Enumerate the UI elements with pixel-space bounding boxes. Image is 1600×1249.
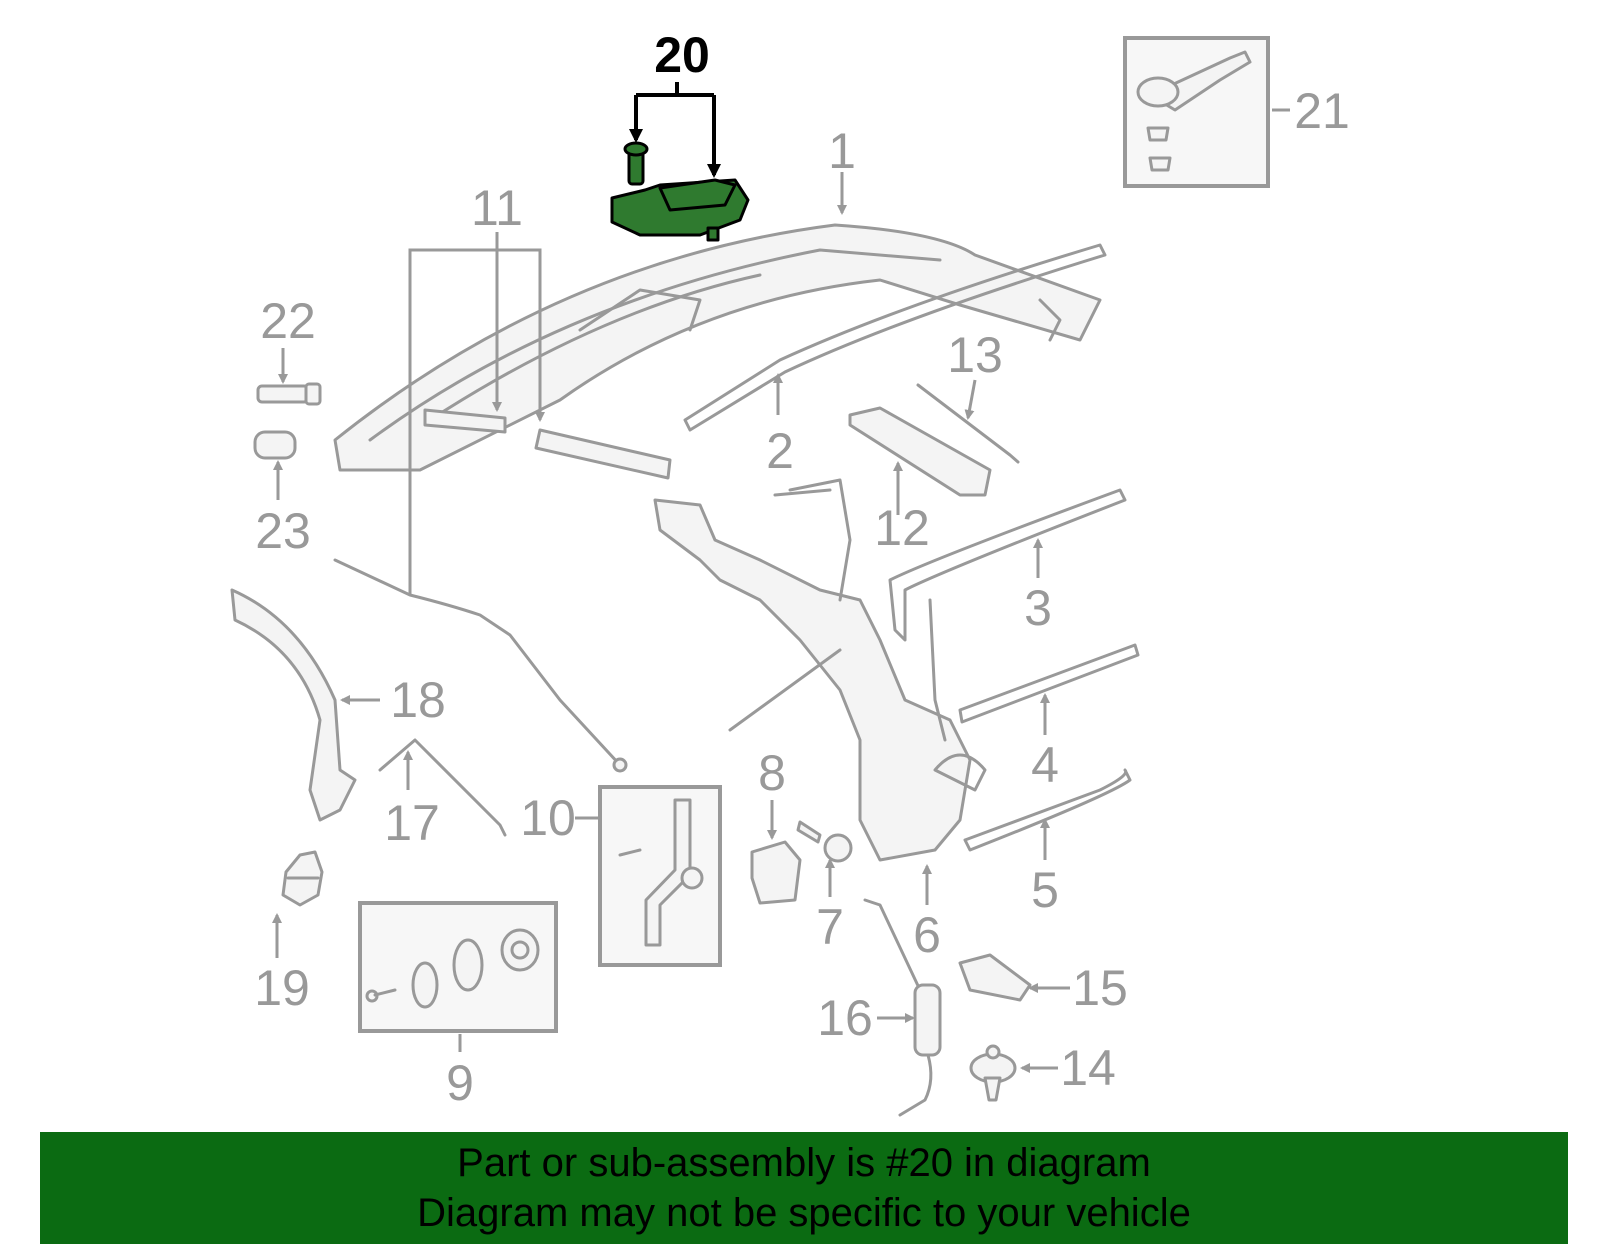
bracket-part-8 [750,840,802,905]
plug-part-22 [256,382,322,406]
callout-18: 18 [390,672,446,728]
clip-part-19 [281,850,324,907]
callout-21: 21 [1294,83,1350,139]
banner-line-2: Diagram may not be specific to your vehi… [417,1191,1191,1235]
grommet-part-23 [253,430,297,460]
callout-4: 4 [1031,737,1059,793]
leader-lines [272,108,1290,1073]
rod-kit-part-10 [598,785,722,967]
callout-13: 13 [947,327,1003,383]
callout-3: 3 [1024,580,1052,636]
bracket-assembly-part-20 [610,141,750,242]
trim-part-18 [230,588,357,822]
callout-10: 10 [520,790,576,846]
callout-2: 2 [766,423,794,479]
callout-17: 17 [384,795,440,851]
callout-1: 1 [828,123,856,179]
callout-14: 14 [1060,1040,1116,1096]
block-part-15 [958,953,1032,1002]
callout-labels: 20 1 2 3 4 5 6 7 8 9 10 11 12 13 14 15 1… [254,27,1350,1111]
linkage-assembly-part-6 [653,478,987,862]
seal-strip-part-4 [958,643,1140,724]
callout-15: 15 [1072,960,1128,1016]
callout-11: 11 [471,180,523,236]
side-seal-part-3 [888,488,1127,642]
callout-12: 12 [874,500,930,556]
leader-lines-part-20 [629,82,721,178]
wire-part-17 [378,738,507,837]
cable-part-11 [333,408,672,773]
callout-9: 9 [446,1055,474,1111]
info-banner: Part or sub-assembly is #20 in diagram D… [40,1132,1568,1244]
pad-part-12 [848,406,992,497]
bolt-part-7 [796,820,853,863]
callout-6: 6 [913,907,941,963]
callout-5: 5 [1031,862,1059,918]
callout-19: 19 [254,960,310,1016]
callout-22: 22 [260,293,316,349]
seal-strip-part-5 [963,768,1132,852]
callout-8: 8 [758,745,786,801]
fastener-set-part-21 [1123,36,1270,188]
fastener-part-14 [969,1044,1017,1102]
callout-20: 20 [654,27,710,83]
banner-line-1: Part or sub-assembly is #20 in diagram [457,1141,1151,1185]
callout-7: 7 [816,899,844,955]
hardware-kit-part-9 [358,901,558,1033]
callout-16: 16 [817,990,873,1046]
weatherstrip-part-2 [683,243,1107,432]
actuator-part-16 [863,898,942,1117]
rod-part-13 [916,383,1020,464]
callout-23: 23 [255,503,311,559]
